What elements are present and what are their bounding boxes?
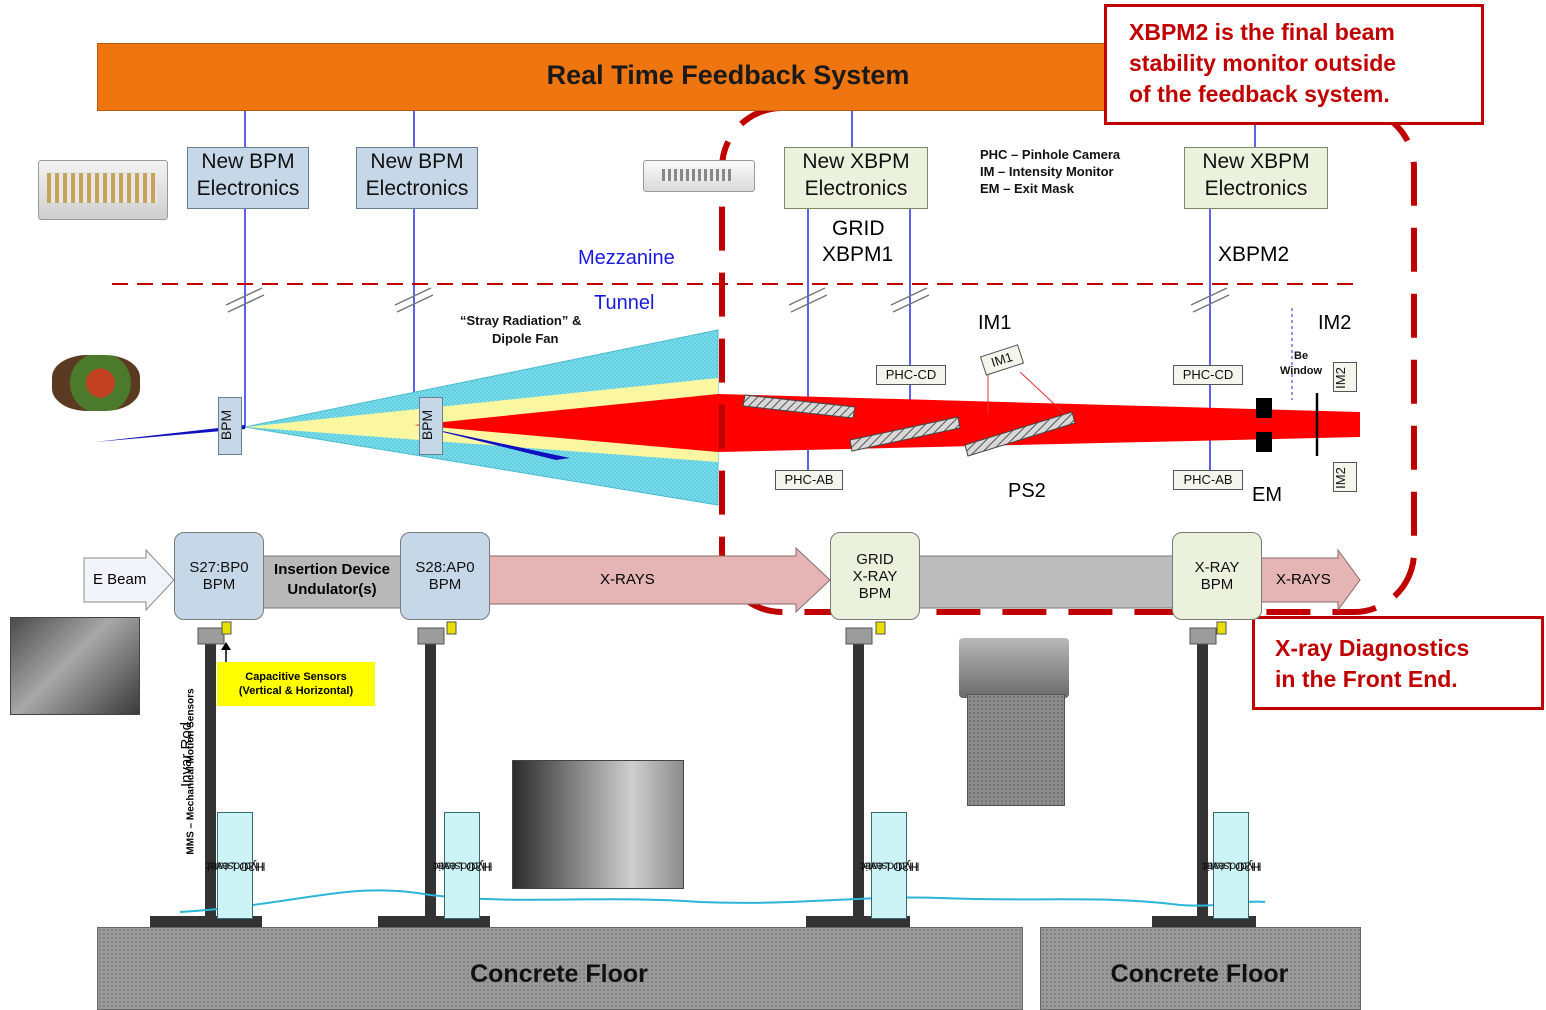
- dipole-fan-label: Dipole Fan: [492, 331, 559, 346]
- legend-im: IM – Intensity Monitor: [980, 164, 1114, 179]
- xbpm-assembly-image: [953, 638, 1075, 808]
- water-level-line: [179, 889, 1266, 913]
- xray-beam: [414, 394, 1360, 452]
- break-marks: [225, 287, 1230, 313]
- exit-mask-top: [1256, 398, 1272, 418]
- im2-label: IM2: [1318, 312, 1352, 334]
- concrete-floor-right-label: Concrete Floor: [1110, 960, 1289, 988]
- bpm-sensor-b: BPM: [419, 397, 443, 455]
- front-end-callout: X-ray Diagnostics in the Front End.: [1252, 616, 1544, 710]
- em-label: EM: [1252, 484, 1282, 506]
- undulator-magnet-image: [52, 355, 140, 411]
- phc-cd-1-tag: PHC-CD: [876, 365, 946, 385]
- legend-phc: PHC – Pinhole Camera: [980, 147, 1121, 162]
- xrays-arrow-2: [1259, 548, 1361, 612]
- invar-rod-label: Invar Rod: [178, 721, 196, 788]
- xrays-label-1: X-RAYS: [600, 571, 655, 588]
- feedback-system-title: Real Time Feedback System: [546, 60, 910, 90]
- bpm-sensor-a: BPM: [218, 397, 242, 455]
- tunnel-photo: [512, 760, 684, 889]
- grid-label: GRID: [832, 217, 885, 240]
- support-columns: [150, 642, 1256, 927]
- bpm-electronics-chassis-image: [38, 160, 168, 220]
- ebeam-label: E Beam: [93, 571, 147, 588]
- final-monitor-callout: XBPM2 is the final beam stability monito…: [1104, 4, 1484, 125]
- capacitive-sensors-label: Capacitive Sensors (Vertical & Horizonta…: [217, 662, 375, 706]
- xbpm2-label: XBPM2: [1218, 243, 1290, 266]
- im1-label: IM1: [978, 312, 1012, 334]
- concrete-floor-right: [1040, 927, 1361, 1010]
- ebeam-arrow: [83, 548, 175, 612]
- stray-radiation-label: “Stray Radiation” &: [460, 313, 582, 328]
- im2-tag-bottom: IM2: [1333, 462, 1357, 492]
- phc-cd-2-tag: PHC-CD: [1173, 365, 1243, 385]
- concrete-floor-left: [97, 927, 1023, 1010]
- be-window-label-2: Window: [1280, 365, 1323, 377]
- xrays-label-2: X-RAYS: [1276, 571, 1331, 588]
- column-caps: [197, 627, 1217, 645]
- slit-plate-1: [742, 394, 856, 419]
- mezzanine-label: Mezzanine: [578, 247, 675, 269]
- slit-plate-3: [964, 411, 1076, 457]
- ps2-label: PS2: [1008, 480, 1046, 502]
- grid-to-bpm-bar: [917, 555, 1175, 609]
- electron-beam-deflect: [414, 425, 570, 460]
- be-window-label-1: Be: [1294, 350, 1309, 362]
- tunnel-label: Tunnel: [594, 292, 655, 314]
- xbpm1-label: XBPM1: [822, 243, 894, 266]
- xbpm-electronics-2: New XBPM Electronics: [1184, 147, 1328, 209]
- insertion-device-bar: [261, 555, 403, 609]
- im2-tag-top: IM2: [1333, 362, 1357, 392]
- capacitive-sensor-photo: [10, 617, 140, 715]
- xbpm-electronics-chassis-image: [643, 160, 755, 192]
- electron-beam-tail: [95, 425, 245, 442]
- bpm-electronics-1: New BPM Electronics: [187, 147, 309, 209]
- xbpm-electronics-1: New XBPM Electronics: [784, 147, 928, 209]
- bpm-electronics-2: New BPM Electronics: [356, 147, 478, 209]
- exit-mask-bottom: [1256, 432, 1272, 452]
- concrete-floor-left-label: Concrete Floor: [470, 960, 648, 988]
- xrays-arrow-1: [487, 546, 831, 614]
- slit-plate-2: [849, 416, 961, 452]
- phc-ab-1-tag: PHC-AB: [775, 470, 843, 490]
- legend-em: EM – Exit Mask: [980, 181, 1074, 196]
- phc-ab-2-tag: PHC-AB: [1173, 470, 1243, 490]
- sensor-markers: [221, 621, 1227, 635]
